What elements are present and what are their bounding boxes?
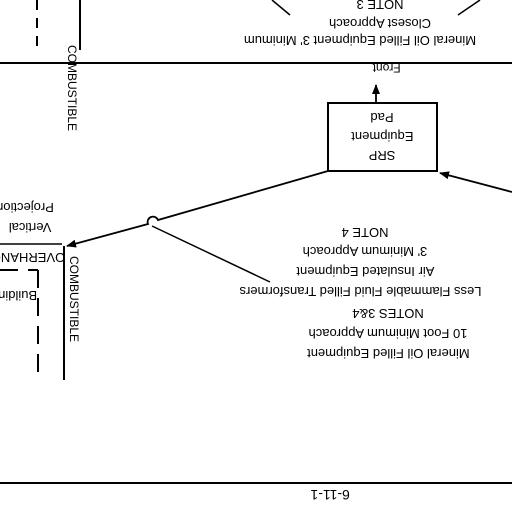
top-note-line-1: Mineral Oil Filled Equipment 3' Minimum — [244, 33, 476, 48]
top-note-line-2: Closest Approach — [329, 16, 431, 31]
projection-line-2: Projection — [0, 200, 54, 215]
bottom-note-line-1: Mineral Oil Filled Equipment — [307, 346, 470, 361]
top-note-leader-right — [457, 0, 481, 16]
srp-pad-title: SRP — [369, 148, 396, 163]
building-label: Building — [0, 288, 37, 303]
upper-combustible-label: COMBUSTIBLE — [65, 45, 79, 131]
middle-note-leader — [151, 225, 271, 283]
srp-pad-line-3: Pad — [370, 110, 393, 125]
front-label: Front — [372, 61, 401, 75]
overhang-label: OVERHANG — [0, 250, 65, 265]
srp-pad-line-2: Equipment — [351, 129, 414, 144]
bottom-note: Mineral Oil Filled Equipment 10 Foot Min… — [307, 306, 470, 361]
middle-note-line-1: Less Flammable Fluid Filled Transformers — [239, 284, 482, 299]
bottom-note-line-3: NOTES 3&4 — [352, 306, 424, 321]
middle-note: Less Flammable Fluid Filled Transformers… — [239, 225, 482, 299]
top-note-leader-left — [271, 0, 291, 16]
middle-note-line-4: NOTE 4 — [342, 225, 389, 240]
top-note-line-3: NOTE 3 — [357, 0, 404, 12]
middle-note-line-3: 3' Minimum Approach — [303, 244, 428, 259]
projection-line-1: Vertical — [9, 220, 52, 235]
bottom-note-line-2: 10 Foot Minimum Approach — [309, 326, 468, 341]
combustible-wall-label: COMBUSTIBLE — [67, 256, 81, 342]
page-number: 6-11-1 — [310, 487, 350, 503]
pad-right-arrow — [439, 171, 512, 193]
middle-note-line-2: Air Insulated Equipment — [296, 264, 434, 279]
pad-to-wall-arrow — [66, 170, 329, 248]
srp-pad-box — [327, 102, 438, 172]
top-note: Mineral Oil Filled Equipment 3' Minimum … — [244, 0, 476, 48]
